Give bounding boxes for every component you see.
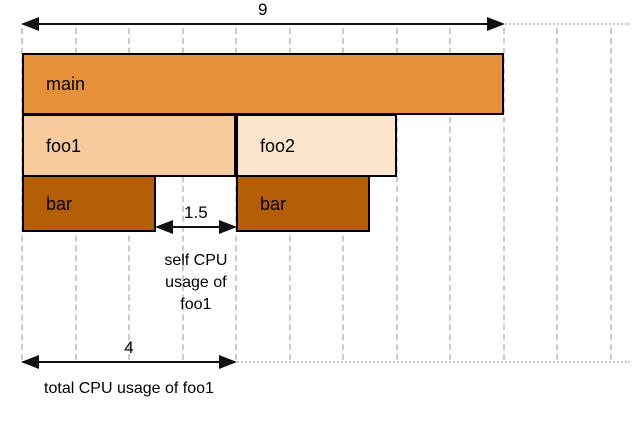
measure-arrow-total_foo1: 4 <box>21 338 237 369</box>
measure-caption-total_foo1: total CPU usage of foo1 <box>44 380 214 397</box>
measure-arrow-self_foo1: 1.5 <box>154 203 237 234</box>
grid-vline <box>502 28 505 360</box>
frame-bar1: bar <box>22 175 156 232</box>
measure-value-self_foo1: 1.5 <box>184 203 208 222</box>
frame-foo2: foo2 <box>236 114 397 177</box>
frame-main: main <box>22 53 504 115</box>
arrow-left-head-icon <box>21 17 39 31</box>
frame-label-main: main <box>46 74 86 94</box>
measure-value-total_main: 9 <box>258 0 268 19</box>
frame-foo1: foo1 <box>22 114 236 177</box>
frame-bar2: bar <box>236 175 370 232</box>
frame-label-bar1: bar <box>46 193 73 214</box>
arrow-right-head-icon <box>486 17 505 31</box>
grid-vline <box>556 28 558 360</box>
arrow-shaft <box>160 226 231 228</box>
arrow-right-head-icon <box>219 355 237 369</box>
arrow-left-head-icon <box>154 220 173 234</box>
arrow-right-head-icon <box>219 220 237 234</box>
frame-label-bar2: bar <box>260 193 287 214</box>
measure-caption-self_foo1: self CPU usage of foo1 <box>164 252 228 313</box>
grid-vline <box>609 28 612 360</box>
arrow-shaft <box>27 361 231 363</box>
arrow-shaft <box>27 23 499 25</box>
frame-label-foo2: foo2 <box>260 135 296 156</box>
measure-value-total_foo1: 4 <box>124 338 134 357</box>
arrow-left-head-icon <box>21 355 39 369</box>
frame-label-foo1: foo1 <box>46 135 82 156</box>
measure-arrow-total_main: 9 <box>21 0 505 31</box>
grid-vline <box>395 28 398 360</box>
bottom-guide-dotted-line <box>22 361 630 363</box>
grid-vline <box>181 28 184 360</box>
grid-vline <box>449 28 451 360</box>
